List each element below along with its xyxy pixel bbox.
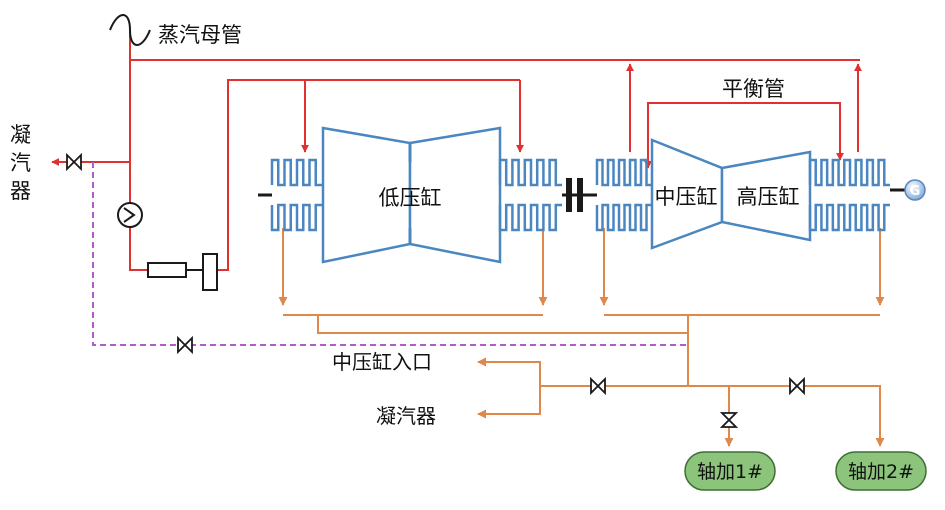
leakoff-pipes [278,228,885,447]
heater2-valve-icon[interactable] [789,376,805,396]
coupling [566,178,583,212]
lp-seal-supply-pipe [217,79,520,271]
steam-header-label: 蒸汽母管 [158,23,242,47]
shaft-heater-2: 轴加2# [835,451,927,491]
shaft-heater-1: 轴加1# [684,451,776,491]
heater-icon [202,253,218,291]
balance-pipe-label: 平衡管 [722,77,785,101]
ip-left-gland-upper [595,158,652,187]
drain-valve-icon[interactable] [177,335,193,355]
generator-label: G [910,184,921,199]
ip-hp-cylinder: 中压缸 高压缸 [650,138,812,250]
lp-cylinder: 低压缸 [321,126,502,264]
header-vertical-pipe [129,30,148,271]
ip-inlet-valve-icon[interactable] [590,376,606,396]
condenser-bottom-label: 凝汽器 [376,404,436,428]
pump-icon [117,202,143,228]
lp-right-gland-upper [498,158,562,187]
shaft-heater-2-label: 轴加2# [848,461,914,483]
ip-inlet-label: 中压缸入口 [332,350,432,374]
to-ip-inlet-branch [477,357,688,387]
heater1-valve-icon[interactable] [719,412,739,428]
to-condenser-branch [477,386,541,419]
condenser-valve-icon[interactable] [66,152,82,172]
lp-left-gland-upper [270,158,322,187]
hp-right-gland-upper [808,158,890,187]
ip-left-gland-lower [595,203,652,232]
steam-source-icon [109,14,151,46]
main-collector [317,315,689,334]
hp-right-gland-lower [808,203,890,232]
generator: G [904,179,926,201]
hp-cylinder-label: 高压缸 [737,185,800,209]
lp-cylinder-label: 低压缸 [379,186,442,210]
condenser-left-label: 凝 汽 器 [10,123,38,203]
valves [66,152,805,428]
steam-pipes [51,30,862,271]
lp-left-gland-lower [270,203,322,232]
lp-right-gland-lower [498,203,562,232]
drain-dashed-line [92,162,688,346]
cooler-icon [147,262,187,278]
ip-cylinder-label: 中压缸 [655,185,718,209]
labyrinth-glands [270,158,890,232]
to-heater2-branch [688,385,885,447]
shaft-heater-1-label: 轴加1# [697,461,763,483]
